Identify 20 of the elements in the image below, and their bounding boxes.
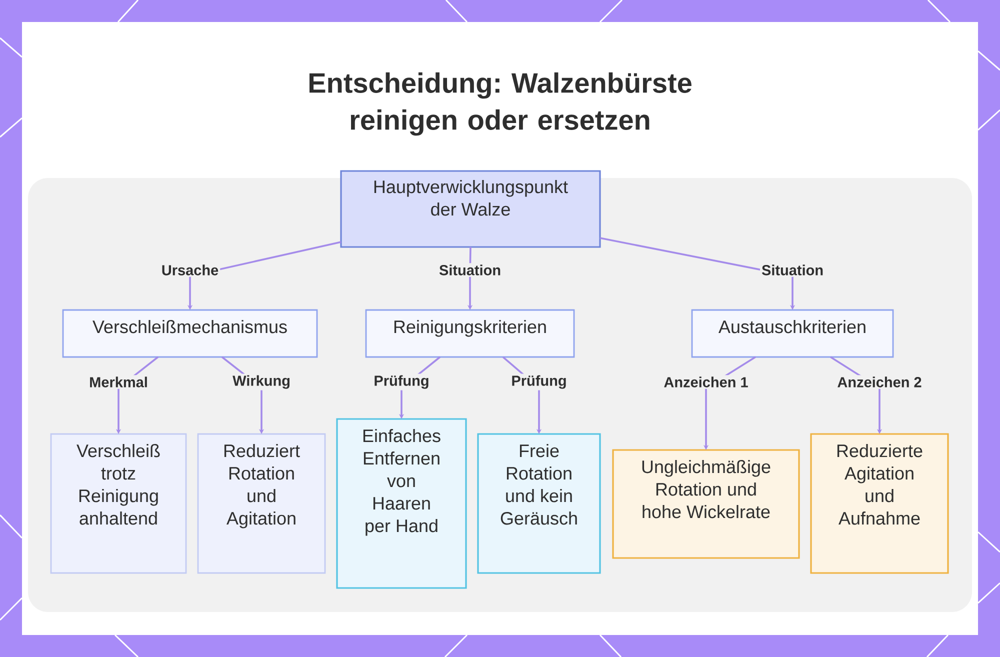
edge-label: Situation [760, 263, 826, 277]
result-box: Einfaches Entfernen von Haaren per Hand [336, 418, 467, 589]
result-box: Ungleichmäßige Rotation und hohe Wickelrate [612, 449, 800, 559]
result-box: Reduzierte Agitation und Aufnahme [810, 433, 949, 574]
edge-label: Merkmal [88, 375, 150, 389]
edge-label: Prüfung [510, 374, 568, 390]
edge-label: Situation [438, 263, 503, 277]
edge-label: Ursache [160, 263, 220, 277]
title: Entscheidung: Walzenbürste reinigen oder ersetzen [310, 72, 692, 136]
category-box: Reinigungskriterien [365, 309, 575, 358]
result-box: Verschleiß trotz Reinigung anhaltend [50, 433, 187, 574]
edge-label: Wirkung [231, 374, 292, 390]
category-box: Austauschkriterien [691, 309, 894, 358]
edge-label: Prüfung [372, 374, 431, 390]
edge-label: Anzeichen 2 [836, 375, 924, 389]
category-box: Verschleißmechanismus [62, 309, 318, 358]
root-box: Hauptverwicklungspunkt der Walze [340, 170, 601, 248]
result-box: Reduziert Rotation und Agitation [197, 433, 326, 574]
result-box: Freie Rotation und kein Geräusch [477, 433, 601, 574]
edge-label: Anzeichen 1 [662, 375, 750, 389]
